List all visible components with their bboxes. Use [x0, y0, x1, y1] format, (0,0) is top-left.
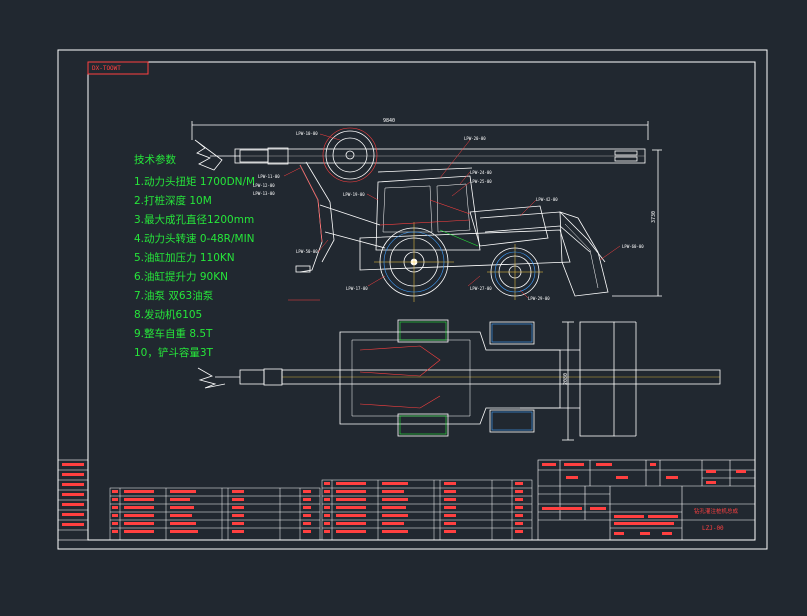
spec-item: 7.油泵 双63油泵	[134, 290, 214, 302]
revision-block	[57, 459, 89, 541]
callout-label: LPW-29-00	[528, 296, 550, 301]
callout-label: LPW-12-00	[253, 183, 275, 188]
callout-label: LPW-13-00	[253, 191, 275, 196]
revision-marks	[62, 463, 84, 526]
callout-label: LPW-10-00	[296, 131, 318, 136]
spec-item: 1.动力头扭矩 1700DN/M	[134, 176, 256, 188]
callout-label: LPW-50-00	[296, 249, 318, 254]
spec-item: 9.整车自重 8.5T	[134, 328, 213, 340]
drawing-title: 钻孔灌注桩机总成	[694, 509, 739, 515]
parts-table-entries	[112, 482, 523, 533]
outer-frame	[57, 49, 768, 550]
spec-item: 6.油缸提升力 90KN	[134, 271, 228, 283]
callout-label: LPW-24-00	[470, 170, 492, 175]
plan-view	[197, 319, 721, 441]
title-block	[537, 459, 756, 541]
spec-item: 3.最大成孔直径1200mm	[134, 214, 255, 226]
callout-label: LPW-42-00	[536, 197, 558, 202]
corner-tag-box	[87, 61, 149, 75]
drawing-number: LZJ-00	[702, 525, 724, 532]
spec-item: 5.油缸加压力 110KN	[134, 252, 235, 264]
callout-label: LPW-27-00	[470, 286, 492, 291]
spec-item: 8.发动机6105	[134, 309, 203, 321]
callout-label: LPW-19-00	[343, 192, 365, 197]
callout-label: LPW-17-00	[346, 286, 368, 291]
spec-title: 技术参数	[134, 154, 176, 166]
callout-label: LPW-60-00	[622, 244, 644, 249]
overall-height-dim: 3730	[651, 210, 658, 224]
overall-length-dim: 9840	[383, 118, 396, 124]
callout-leaders	[283, 133, 621, 299]
side-view-accents	[299, 164, 536, 293]
title-block-entries	[542, 463, 746, 535]
callout-label: LPW-11-00	[258, 174, 280, 179]
spec-item: 2.打桩深度 10M	[134, 195, 212, 207]
track-width-dim: 2080	[563, 372, 570, 386]
callout-label: LPW-20-00	[464, 136, 486, 141]
plan-view-accents	[359, 321, 533, 435]
parts-table	[109, 479, 533, 541]
spec-item: 10，铲斗容量3T	[134, 347, 213, 359]
callout-label: LPW-25-00	[470, 179, 492, 184]
spec-item: 4.动力头转速 0-48R/MIN	[134, 233, 255, 245]
corner-tag: DX-TOOWT	[92, 65, 121, 72]
side-view	[191, 121, 662, 302]
